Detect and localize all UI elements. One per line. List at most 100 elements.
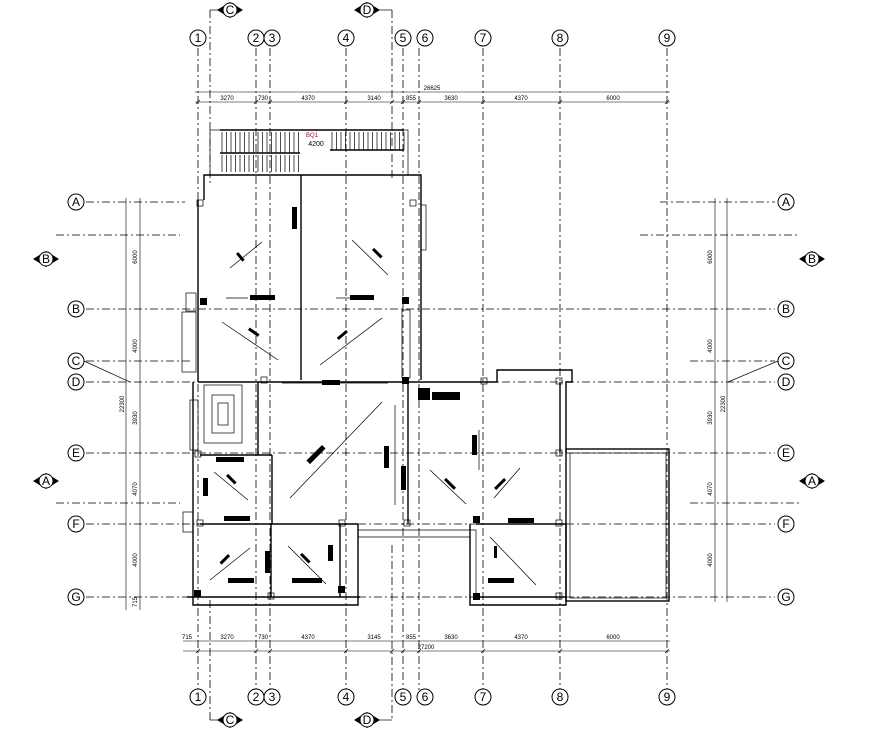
svg-text:5: 5 [400, 31, 407, 45]
svg-text:D: D [72, 375, 81, 389]
section-marker-bottom-C: C [217, 712, 243, 728]
svg-text:8: 8 [557, 31, 564, 45]
svg-text:5: 5 [400, 690, 407, 704]
row-bubble-right-A: A [777, 193, 795, 211]
left-dimension-2: 3930 [133, 411, 139, 425]
svg-text:F: F [782, 517, 789, 531]
left-dimension-5: 715 [133, 596, 139, 607]
svg-text:B: B [42, 252, 50, 266]
svg-text:C: C [782, 354, 791, 368]
left-dimension-lines [125, 198, 141, 610]
column-bubble-bottom-4: 4 [337, 688, 355, 706]
column-bubble-bottom-1: 1 [189, 688, 207, 706]
row-bubble-right-G: G [777, 588, 795, 606]
bottom-dimension-3: 4370 [301, 635, 315, 641]
left-overall-dimension: 22300 [120, 395, 126, 412]
svg-text:D: D [363, 713, 372, 727]
row-bubble-left-D: D [67, 373, 85, 391]
top-dimension-7: 6000 [606, 96, 620, 102]
stair-tag: BQ1 [306, 133, 319, 139]
svg-text:1: 1 [195, 690, 202, 704]
svg-text:E: E [782, 446, 790, 460]
svg-text:E: E [72, 446, 80, 460]
svg-text:9: 9 [664, 690, 671, 704]
row-bubble-left-C: C [67, 352, 85, 370]
bottom-dimension-6: 3630 [444, 635, 458, 641]
svg-text:B: B [808, 252, 816, 266]
svg-text:9: 9 [664, 31, 671, 45]
right-dimension-0: 6000 [708, 250, 714, 264]
svg-text:C: C [226, 3, 235, 17]
svg-text:A: A [782, 195, 790, 209]
beam-symbols [203, 207, 537, 586]
row-bubble-left-F: F [67, 515, 85, 533]
top-dimension-3: 3140 [367, 96, 381, 102]
svg-text:6: 6 [422, 31, 429, 45]
svg-text:3: 3 [269, 31, 276, 45]
row-bubble-left-E: E [67, 444, 85, 462]
top-dimension-lines [195, 91, 670, 103]
stair-core [203, 384, 243, 444]
column-bubble-bottom-7: 7 [474, 688, 492, 706]
column-bubble-top-3: 3 [263, 29, 281, 47]
row-marker-right-B: B [799, 251, 825, 267]
svg-text:A: A [42, 474, 50, 488]
column-bubble-top-9: 9 [658, 29, 676, 47]
svg-text:3: 3 [269, 690, 276, 704]
top-dimension-4: 855 [406, 96, 417, 102]
column-bubble-top-7: 7 [474, 29, 492, 47]
section-marker-top-D: D [354, 2, 380, 18]
column-bubble-top-2: 2 [247, 29, 265, 47]
dimension-texts: 26625 3270 730 4370 3140 855 3630 4370 6000 27200… [120, 86, 727, 654]
column-bubble-top-8: 8 [551, 29, 569, 47]
svg-text:A: A [72, 195, 80, 209]
section-marker-top-C: C [217, 2, 243, 18]
column-bubble-top-6: 6 [416, 29, 434, 47]
structural-columns [194, 199, 563, 600]
vertical-grid-lines [197, 10, 668, 720]
svg-text:4: 4 [343, 31, 350, 45]
left-dimension-0: 6000 [133, 250, 139, 264]
svg-text:G: G [71, 590, 80, 604]
svg-text:C: C [72, 354, 81, 368]
column-bubble-bottom-8: 8 [551, 688, 569, 706]
column-bubble-bottom-6: 6 [416, 688, 434, 706]
row-marker-right-A: A [799, 473, 825, 489]
bottom-dimension-4: 3145 [367, 635, 381, 641]
svg-text:G: G [781, 590, 790, 604]
left-dimension-4: 4000 [133, 553, 139, 567]
right-dimension-4: 4000 [708, 553, 714, 567]
row-bubble-left-B: B [67, 300, 85, 318]
bottom-dimension-2: 730 [258, 635, 269, 641]
row-bubble-right-B: B [777, 300, 795, 318]
bottom-dimension-7: 4370 [514, 635, 528, 641]
bottom-dimension-8: 6000 [606, 635, 620, 641]
svg-text:C: C [226, 713, 235, 727]
bottom-dimension-0: 715 [182, 635, 193, 641]
svg-text:B: B [782, 302, 790, 316]
column-bubble-top-4: 4 [337, 29, 355, 47]
column-bubble-top-1: 1 [189, 29, 207, 47]
row-bubble-right-D: D [777, 373, 795, 391]
svg-text:D: D [782, 375, 791, 389]
bottom-overall-dimension: 27200 [418, 645, 435, 651]
column-bubble-bottom-9: 9 [658, 688, 676, 706]
top-overall-dimension: 26625 [424, 86, 441, 92]
top-dimension-6: 4370 [514, 96, 528, 102]
top-dimension-2: 4370 [301, 96, 315, 102]
section-marker-bottom-D: D [354, 712, 380, 728]
column-bubble-bottom-3: 3 [263, 688, 281, 706]
bottom-dimension-1: 3270 [220, 635, 234, 641]
right-dimension-lines [714, 198, 728, 602]
svg-text:2: 2 [253, 31, 260, 45]
row-bubble-right-E: E [777, 444, 795, 462]
row-bubble-left-A: A [67, 193, 85, 211]
column-bubble-top-5: 5 [394, 29, 412, 47]
bottom-dimension-lines [183, 640, 670, 652]
svg-text:7: 7 [480, 31, 487, 45]
stair-flight-top [220, 129, 405, 172]
top-dimension-1: 730 [258, 96, 269, 102]
top-dimension-5: 3630 [444, 96, 458, 102]
